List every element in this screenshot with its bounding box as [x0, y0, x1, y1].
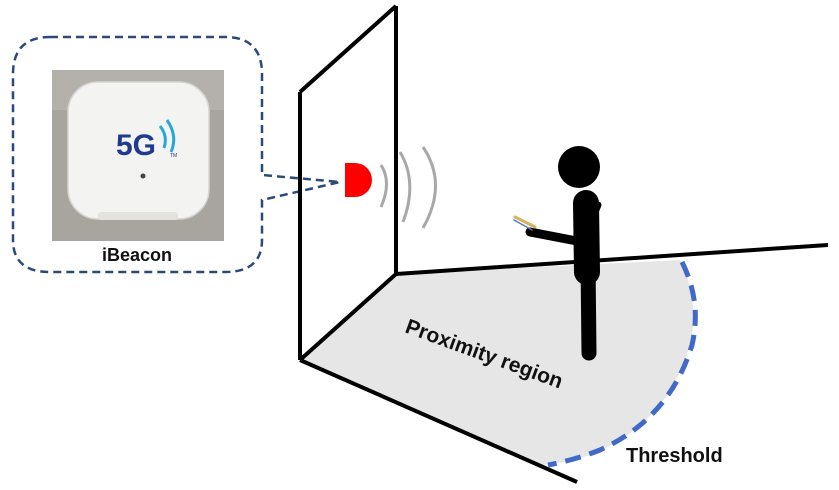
phone-icon [513, 215, 537, 229]
floor-front-edge [299, 358, 578, 484]
person-figure [513, 146, 602, 361]
floor-corner-edge [298, 272, 398, 362]
floor-back-edge [395, 243, 829, 276]
device-logo-text: 5G [116, 129, 156, 162]
person-upper-arm [578, 201, 602, 246]
person-head [558, 146, 600, 188]
wifi-arc-icon [158, 125, 167, 149]
person-leg [580, 254, 597, 361]
callout-box [11, 35, 341, 274]
signal-wave-2 [398, 151, 412, 223]
device-edge [98, 212, 178, 220]
wifi-arc-icon-outer [165, 119, 176, 153]
wall-top-edge [298, 4, 398, 94]
threshold-label: Threshold [626, 445, 723, 467]
device-led [140, 173, 146, 179]
signal-wave-1 [379, 164, 388, 208]
phone-screen [513, 219, 533, 231]
person-forearm [525, 227, 587, 247]
beacon-icon [345, 163, 372, 197]
signal-wave-3 [421, 146, 437, 229]
ibeacon-label: iBeacon [102, 245, 172, 265]
device-logo-tm: TM [170, 153, 177, 159]
